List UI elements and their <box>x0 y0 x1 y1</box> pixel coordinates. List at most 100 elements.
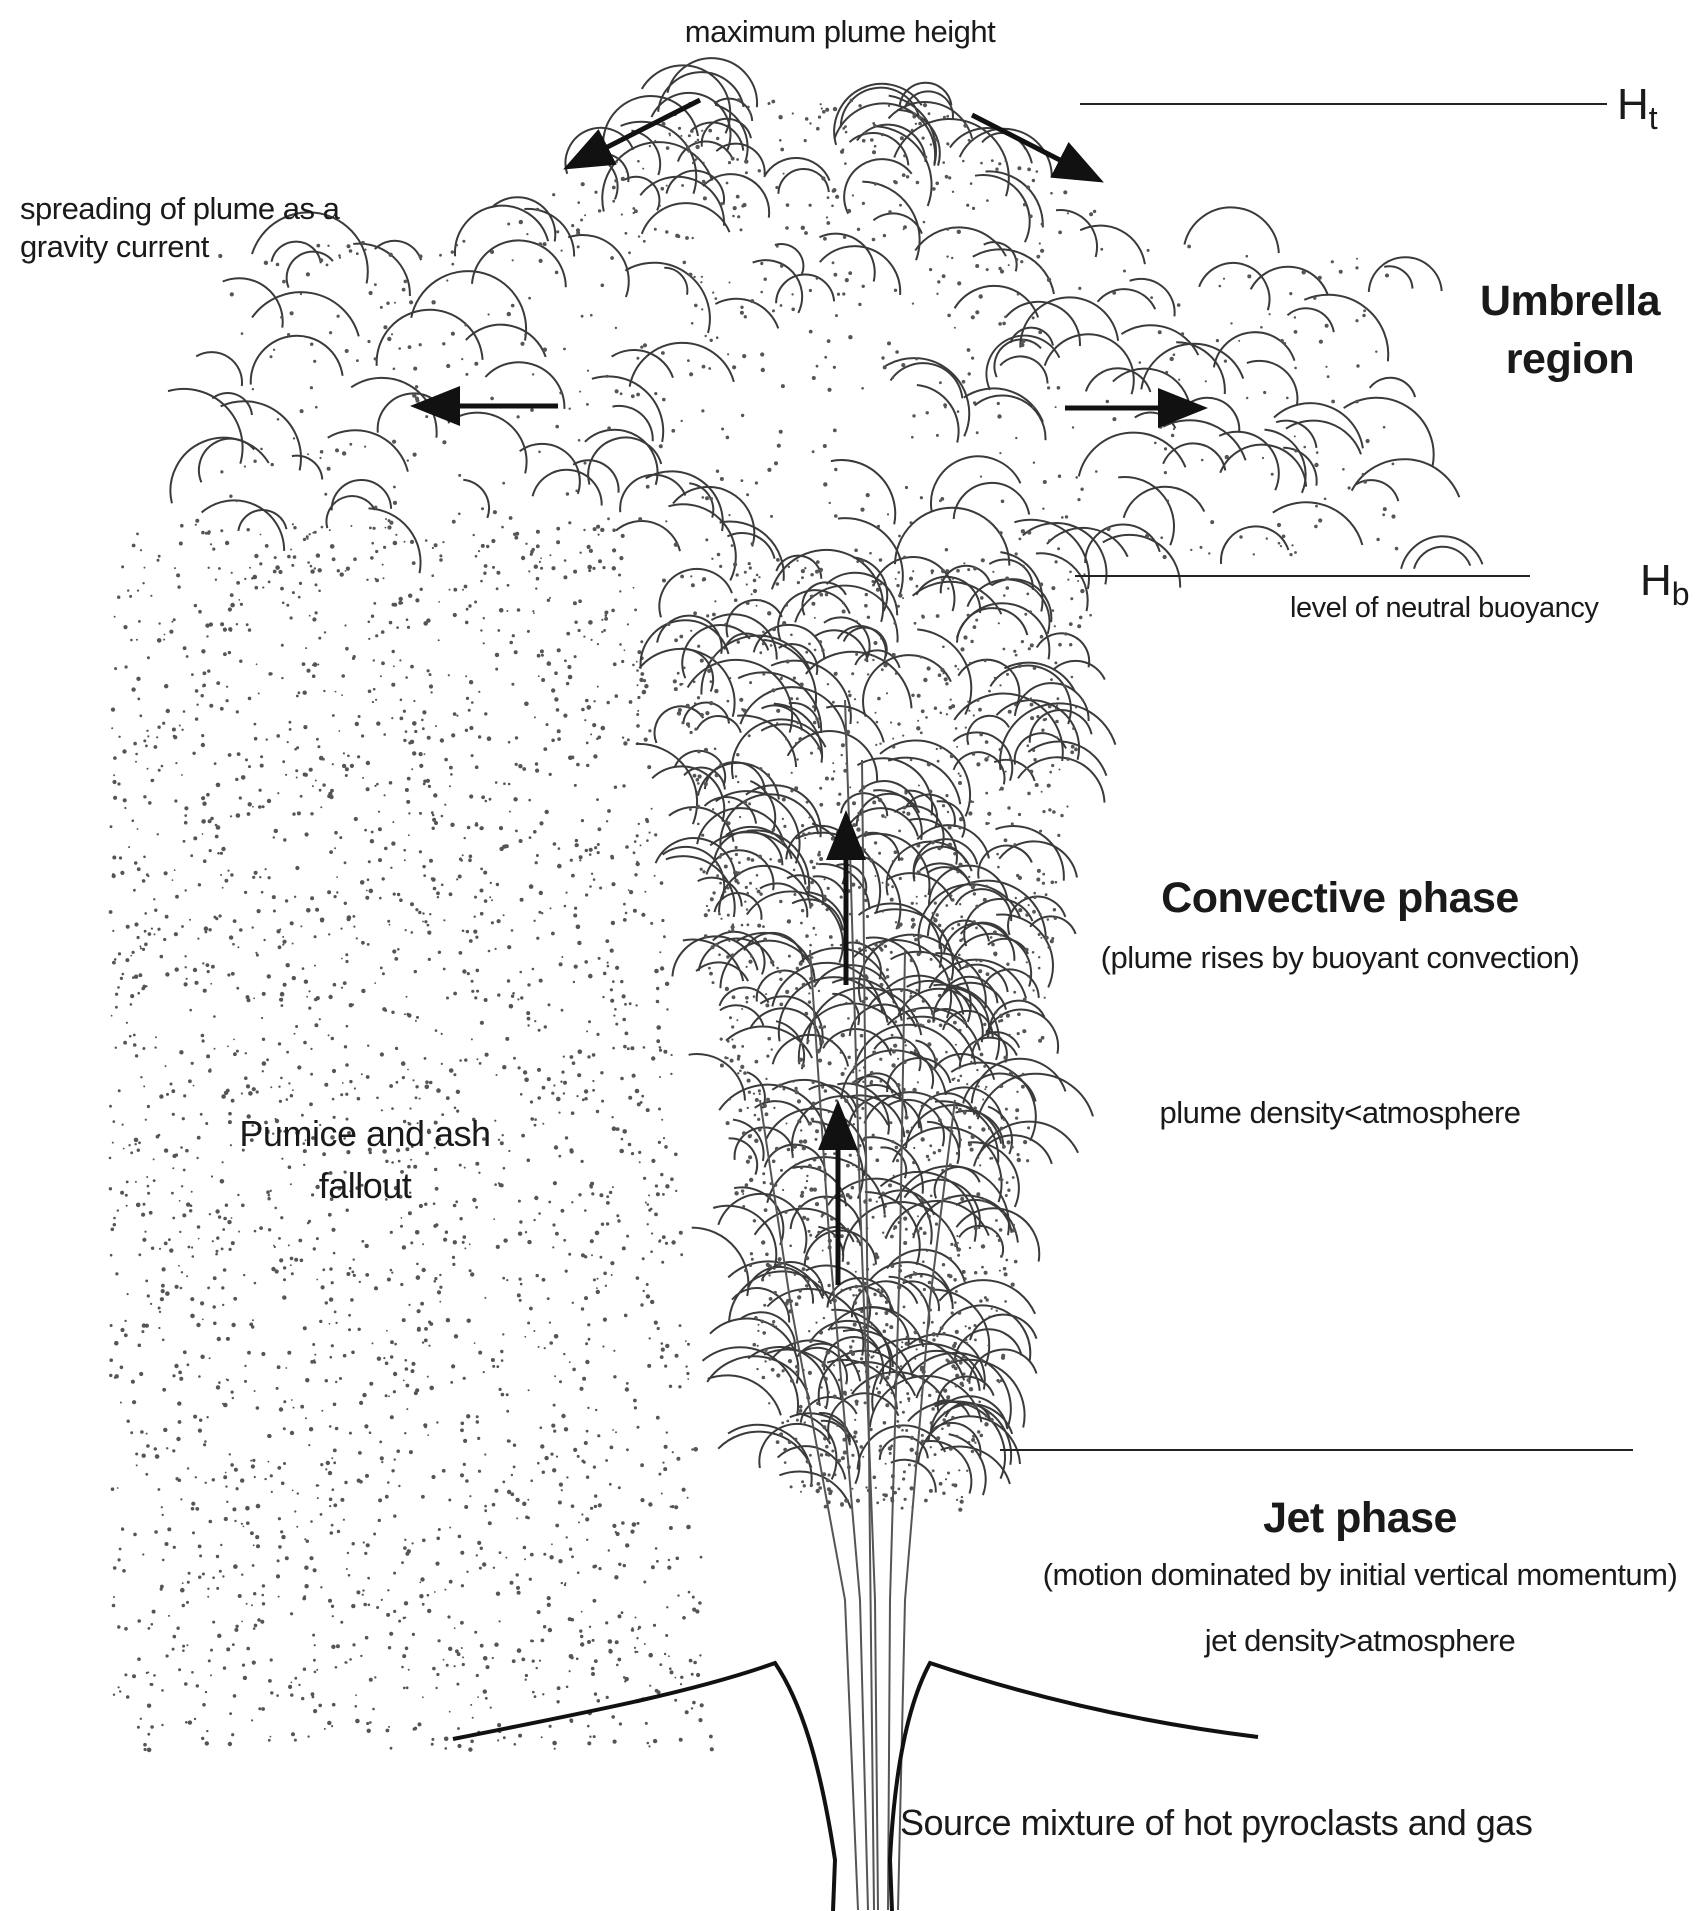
fallout-dot <box>392 949 396 953</box>
fallout-dot <box>530 1479 533 1482</box>
fallout-dot <box>676 1557 680 1561</box>
plume-dot <box>696 805 700 809</box>
fallout-dot <box>615 694 619 698</box>
fallout-dot <box>598 559 602 563</box>
plume-dot <box>883 234 886 237</box>
plume-dot <box>991 159 994 162</box>
fallout-dot <box>496 1245 500 1249</box>
plume-dot <box>903 1306 906 1309</box>
fallout-dot <box>464 1058 467 1061</box>
fallout-dot <box>214 1048 216 1050</box>
fallout-dot <box>320 918 325 923</box>
fallout-dot <box>320 1586 322 1588</box>
plume-dot <box>759 651 762 654</box>
cloud-puff <box>917 385 959 443</box>
plume-dot <box>891 1140 894 1143</box>
plume-dot <box>387 337 391 341</box>
cloud-puff <box>328 430 408 471</box>
cloud-puff <box>1124 487 1205 518</box>
fallout-dot <box>566 682 569 685</box>
plume-dot <box>936 614 940 618</box>
plume-dot <box>911 918 915 922</box>
fallout-dot <box>143 1085 145 1087</box>
fallout-dot <box>631 1628 634 1631</box>
plume-dot <box>697 750 701 754</box>
fallout-dot <box>552 1741 557 1746</box>
fallout-dot <box>535 861 538 864</box>
fallout-dot <box>662 1235 666 1239</box>
plume-dot <box>643 240 646 243</box>
fallout-dot <box>661 1348 665 1352</box>
plume-dot <box>1026 961 1028 963</box>
fallout-dot <box>598 1503 602 1507</box>
fallout-dot <box>113 774 115 776</box>
fallout-dot <box>178 1371 182 1375</box>
fallout-dot <box>181 729 183 731</box>
fallout-dot <box>581 819 584 822</box>
fallout-dot <box>443 1659 445 1661</box>
plume-dot <box>882 1232 884 1234</box>
fallout-dot <box>263 939 265 941</box>
fallout-dot <box>122 973 125 976</box>
plume-dot <box>1018 664 1022 668</box>
fallout-dot <box>550 1453 553 1456</box>
fallout-dot <box>290 1612 293 1615</box>
cloud-puff <box>975 175 1030 242</box>
fallout-dot <box>476 1420 479 1423</box>
fallout-dot <box>525 1231 527 1233</box>
plume-dot <box>963 1373 966 1376</box>
plume-dot <box>329 331 332 334</box>
fallout-dot <box>423 783 426 786</box>
plume-dot <box>891 885 894 888</box>
plume-dot <box>832 701 835 704</box>
fallout-dot <box>529 884 534 889</box>
plume-dot <box>1047 784 1051 788</box>
fallout-dot <box>549 1341 553 1345</box>
plume-dot <box>976 431 979 434</box>
fallout-dot <box>235 778 238 781</box>
plume-dot <box>944 677 948 681</box>
plume-dot <box>780 1169 783 1172</box>
plume-dot <box>934 1058 938 1062</box>
plume-dot <box>893 622 896 625</box>
fallout-dot <box>226 1647 230 1651</box>
fallout-dot <box>602 566 605 569</box>
plume-dot <box>892 653 896 657</box>
plume-dot <box>870 1071 873 1074</box>
fallout-dot <box>647 765 651 769</box>
plume-dot <box>919 1227 922 1230</box>
plume-dot <box>945 548 948 551</box>
fallout-dot <box>229 935 233 939</box>
plume-dot <box>779 1432 783 1436</box>
plume-dot <box>526 233 528 235</box>
plume-dot <box>726 1121 730 1125</box>
plume-dot <box>968 1441 970 1443</box>
fallout-dot <box>471 754 474 757</box>
fallout-dot <box>405 929 407 931</box>
plume-dot <box>809 204 812 207</box>
plume-dot <box>678 708 682 712</box>
plume-dot <box>1036 255 1040 259</box>
plume-dot <box>987 812 991 816</box>
fallout-dot <box>129 595 132 598</box>
plume-dot <box>277 418 280 421</box>
fallout-dot <box>160 1588 163 1591</box>
plume-dot <box>814 649 817 652</box>
fallout-dot <box>483 1656 488 1661</box>
fallout-dot <box>413 1728 416 1731</box>
fallout-dot <box>376 1097 379 1100</box>
plume-dot <box>841 826 844 829</box>
plume-dot <box>543 348 547 352</box>
plume-dot <box>948 843 952 847</box>
fallout-dot <box>420 588 423 591</box>
fallout-dot <box>255 1535 259 1539</box>
fallout-dot <box>648 1502 652 1506</box>
fallout-dot <box>122 1124 124 1126</box>
plume-dot <box>953 1278 957 1282</box>
fallout-dot <box>334 895 337 898</box>
fallout-dot <box>117 1209 119 1211</box>
fallout-dot <box>212 1240 214 1242</box>
plume-dot <box>768 1357 772 1361</box>
plume-dot <box>984 659 987 662</box>
fallout-dot <box>615 966 619 970</box>
